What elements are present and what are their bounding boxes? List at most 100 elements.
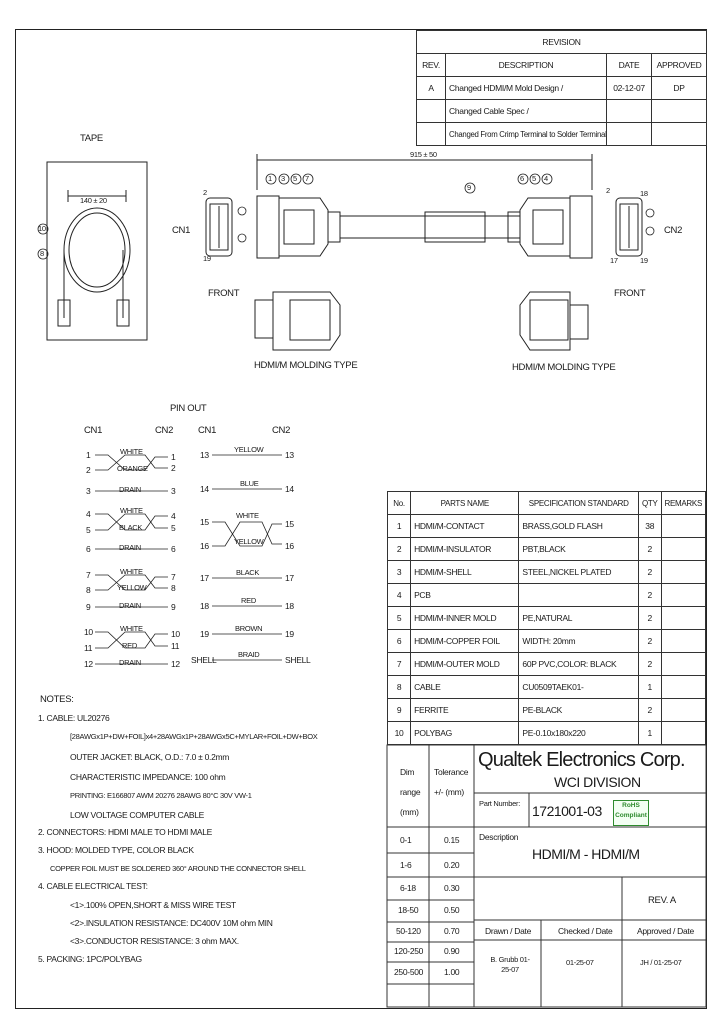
checked-date: 01-25-07 [566,958,594,967]
pin-label: 16 [285,541,294,551]
parts-header-remarks: REMARKS [660,491,706,515]
parts-no: 7 [386,652,412,676]
note-line: [28AWGx1P+DW+FOIL]x4+28AWGx1P+28AWGx5C+M… [70,732,318,741]
pinout-lines [95,454,282,665]
tolerance-value: 0.20 [444,860,460,870]
parts-remarks [660,606,706,630]
parts-name: HDMI/M-INSULATOR [410,537,520,561]
pin-label: 9 [86,602,91,612]
revision-table: REVISION REV. DESCRIPTION DATE APPROVED … [416,30,707,146]
parts-name: HDMI/M-COPPER FOIL [410,629,520,653]
parts-name: HDMI/M-CONTACT [410,514,520,538]
wire-color: BLACK [236,568,260,577]
rev-desc-cell: Changed Cable Spec / [445,99,607,123]
wire-color: BLUE [240,479,259,488]
pin-label: 3 [86,486,91,496]
dim-range: 0-1 [400,835,412,845]
coil-dimension: 140 ± 20 [80,196,107,205]
callout-4: 4 [544,174,548,183]
dim-range: 50-120 [396,926,421,936]
pin-label: 16 [200,541,209,551]
tolerance-value: 0.70 [444,926,460,936]
rev-approved-cell [651,122,707,146]
rev-header: REV. [416,53,446,77]
pin-label: 11 [171,641,180,651]
note-line: 3. HOOD: MOLDED TYPE, COLOR BLACK [38,845,194,855]
rev-cell [416,122,446,146]
pin-label: 13 [200,450,209,460]
parts-no: 10 [386,721,412,745]
parts-remarks [660,514,706,538]
parts-table: No. PARTS NAME SPECIFICATION STANDARD QT… [386,491,706,745]
wire-color: WHITE [236,511,259,520]
pinout-right-cn1: CN1 [198,425,217,436]
approved-by: JH / 01-25-07 [640,958,682,967]
wire-color: DRAIN [119,485,141,494]
pinout-left-cn2: CN2 [155,425,174,436]
wire-color: WHITE [120,447,143,456]
wire-color: YELLOW [234,445,264,454]
note-line: 5. PACKING: 1PC/POLYBAG [38,954,142,964]
tolerance-value: 0.50 [444,905,460,915]
pin-2-label: 2 [203,188,207,197]
note-line: 2. CONNECTORS: HDMI MALE TO HDMI MALE [38,827,213,837]
parts-name: HDMI/M-INNER MOLD [410,606,520,630]
pin-2-label-right: 2 [606,186,610,195]
parts-remarks [660,675,706,699]
length-dimension: 915 ± 50 [410,150,437,159]
pin-label: 8 [86,585,91,595]
wire-color: BRAID [238,650,260,659]
pin-label: 17 [200,573,209,583]
note-line: COPPER FOIL MUST BE SOLDERED 360° AROUND… [50,864,306,873]
pin-label: 11 [84,643,93,653]
pin-label: 18 [285,601,294,611]
pin-label: SHELL [191,655,217,665]
callout-10: 10 [38,224,46,233]
part-number: 1721001-03 [532,803,602,819]
callout-5: 5 [293,174,297,183]
parts-header-spec: SPECIFICATION STANDARD [518,491,639,515]
pin-label: 6 [86,544,91,554]
company-name: Qualtek Electronics Corp. [478,749,686,771]
note-line: LOW VOLTAGE COMPUTER CABLE [70,810,205,820]
pinout-left-cn1: CN1 [84,425,103,436]
pin-18-label: 18 [640,189,648,198]
callout-7: 7 [305,174,309,183]
tolerance-value: 0.30 [444,883,460,893]
cn1-label: CN1 [172,225,191,236]
note-line: CHARACTERISTIC IMPEDANCE: 100 ohm [70,772,226,782]
molding-type-right: HDMI/M MOLDING TYPE [512,362,616,373]
parts-spec [518,583,639,607]
drawn-by: B. Grubb 01-25-07 [490,955,530,974]
cable-drawing [37,154,655,351]
tape-label: TAPE [80,133,103,144]
callout-5r: 5 [532,174,536,183]
pin-label: 2 [171,463,176,473]
dim-range-header: Dim range (mm) [400,767,421,817]
pin-label: 12 [84,659,93,669]
pin-label: 12 [171,659,180,669]
dim-range: 1-6 [400,860,412,870]
pin-label: SHELL [285,655,311,665]
notes-title: NOTES: [40,694,74,705]
wire-color: ORANGE [117,464,148,473]
pin-label: 7 [171,572,176,582]
callout-1: 1 [268,174,272,183]
pin-label: 15 [285,519,294,529]
callout-3: 3 [281,174,285,183]
parts-spec: PE-0.10x180x220 [518,721,639,745]
parts-spec: CU0509TAEK01- [518,675,639,699]
description: HDMI/M - HDMI/M [532,846,640,862]
note-line: 4. CABLE ELECTRICAL TEST: [38,881,148,891]
tolerance-value: 0.15 [444,835,460,845]
pin-label: 2 [86,465,91,475]
pin-label: 7 [86,570,91,580]
division-name: WCI DIVISION [554,774,641,790]
wire-color: DRAIN [119,658,141,667]
pin-label: 10 [84,627,93,637]
parts-remarks [660,583,706,607]
pin-label: 14 [200,484,209,494]
note-line: OUTER JACKET: BLACK, O.D.: 7.0 ± 0.2mm [70,752,230,762]
parts-no: 8 [386,675,412,699]
